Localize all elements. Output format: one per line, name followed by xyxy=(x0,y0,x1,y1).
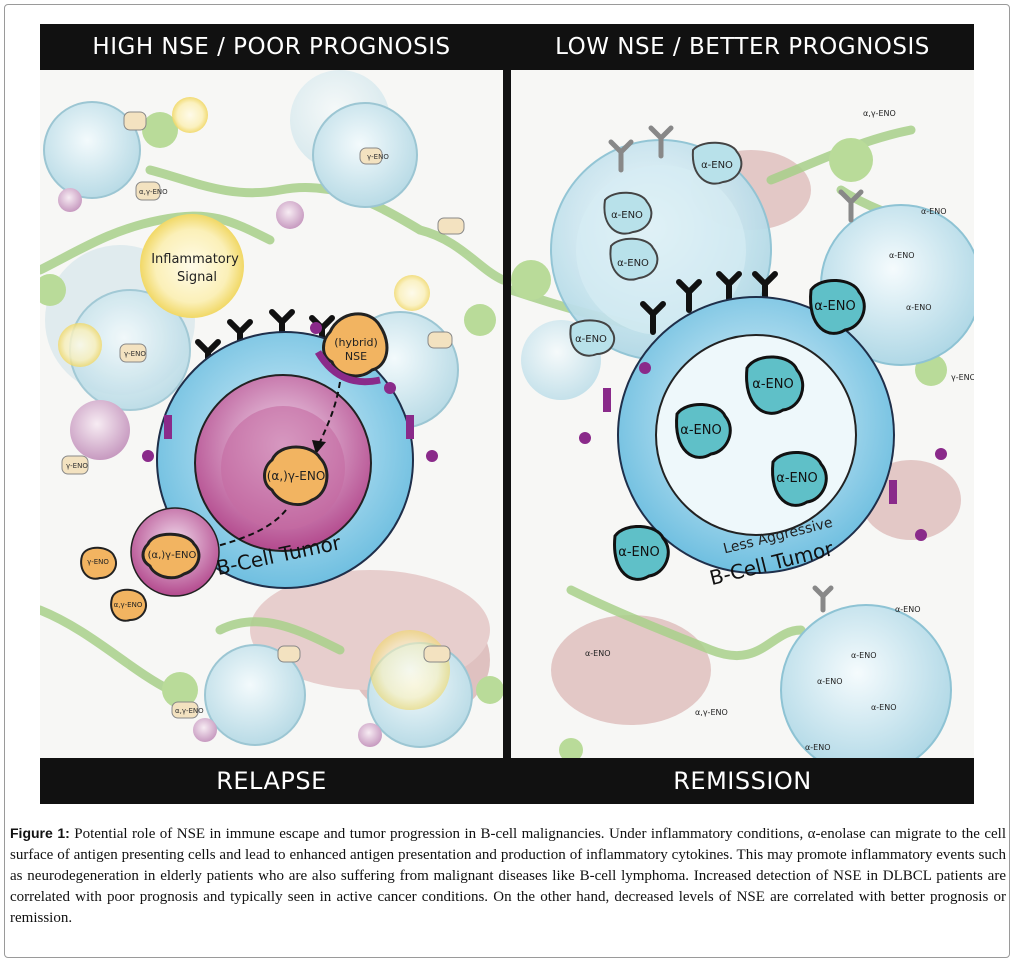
arrowhead xyxy=(312,440,326,454)
pink-cell xyxy=(70,400,130,460)
apc-dendrites xyxy=(40,165,503,695)
figure-frame xyxy=(4,4,1010,958)
free-eno xyxy=(110,588,148,622)
small-alpha-eno-tags: α-ENO α-ENO α-ENO α-ENO α-ENO α-ENO α-EN… xyxy=(569,109,974,752)
panel-footer-right: REMISSION xyxy=(511,758,974,804)
hybrid-nse-label-1: (hybrid) xyxy=(334,336,378,349)
cell xyxy=(780,604,952,758)
alpha-eno-label: α-ENO xyxy=(921,207,947,216)
alpha-gamma-eno-label: α,γ-ENO xyxy=(139,188,168,196)
inner-eno-label: (α,)γ-ENO xyxy=(267,469,326,483)
released-eno xyxy=(141,532,201,580)
alpha-eno-label: α-ENO xyxy=(575,334,607,345)
hybrid-nse-anchor xyxy=(314,350,381,386)
panel-footer-left: RELAPSE xyxy=(40,758,503,804)
free-eno-label: α,γ-ENO xyxy=(114,601,143,609)
alpha-eno-label: α-ENO xyxy=(851,651,877,660)
release-arrow xyxy=(209,509,287,549)
released-eno-label: (α,)γ-ENO xyxy=(148,550,197,561)
alpha-eno-label: α-ENO xyxy=(817,677,843,686)
panel-header-right: LOW NSE / BETTER PROGNOSIS xyxy=(511,24,974,70)
panel-art-left: Inflammatory Signal γ-ENO α,γ-ENO xyxy=(40,70,503,758)
alpha-gamma-eno-label: α,γ-ENO xyxy=(175,707,204,715)
yellow-vesicle xyxy=(394,275,430,311)
inflammatory-signal-label-2: Signal xyxy=(177,270,217,285)
relapse-illustration: Inflammatory Signal γ-ENO α,γ-ENO xyxy=(40,70,503,748)
yellow-vesicle xyxy=(172,97,208,133)
gamma-eno-label: γ-ENO xyxy=(951,373,974,382)
remission-illustration: α-ENO α-ENO α-ENO α-ENO α-ENO α-ENO α-EN… xyxy=(511,109,974,758)
yellow-vesicle xyxy=(370,630,450,710)
alpha-eno-label: α-ENO xyxy=(895,605,921,614)
alpha-gamma-eno-label: α,γ-ENO xyxy=(695,708,728,717)
free-eno-label: γ-ENO xyxy=(87,558,109,566)
figure-caption: Figure 1: Potential role of NSE in immun… xyxy=(10,823,1006,929)
translocation-arrow xyxy=(319,381,341,443)
antibody-receptors xyxy=(640,271,778,335)
alpha-eno-label: α-ENO xyxy=(611,210,643,221)
inner-eno xyxy=(263,445,329,506)
membrane-markers xyxy=(579,362,947,541)
alpha-eno-label: α-ENO xyxy=(906,303,932,312)
alpha-eno-label: α-ENO xyxy=(680,423,721,438)
panel-high-nse: HIGH NSE / POOR PROGNOSIS xyxy=(40,24,503,804)
gamma-eno-label: γ-ENO xyxy=(367,153,389,161)
pink-vesicle xyxy=(58,188,82,212)
figure-label: Figure 1: xyxy=(10,825,70,841)
membrane-markers xyxy=(142,322,438,462)
pink-vesicle xyxy=(276,201,304,229)
alpha-gamma-eno-label: α,γ-ENO xyxy=(863,109,896,118)
alpha-eno-label: α-ENO xyxy=(871,703,897,712)
panel-header-left: HIGH NSE / POOR PROGNOSIS xyxy=(40,24,503,70)
antibody-receptors-faint xyxy=(608,125,864,613)
alpha-eno-label: α-ENO xyxy=(617,258,649,269)
alpha-eno-label: α-ENO xyxy=(752,377,793,392)
alpha-eno-label: α-ENO xyxy=(805,743,831,752)
panel-low-nse: LOW NSE / BETTER PROGNOSIS xyxy=(511,24,974,804)
inflammatory-signal xyxy=(140,214,244,318)
pink-vesicle xyxy=(358,723,382,747)
hybrid-nse-label-2: NSE xyxy=(345,350,367,363)
apc-nodes xyxy=(40,112,503,708)
pink-vesicle xyxy=(193,718,217,742)
alpha-eno-label: α-ENO xyxy=(701,160,733,171)
alpha-eno-label: α-ENO xyxy=(889,251,915,260)
cell xyxy=(43,101,141,199)
alpha-eno-label: α-ENO xyxy=(776,471,817,486)
hybrid-nse xyxy=(322,312,389,378)
gamma-eno-label: γ-ENO xyxy=(124,350,146,358)
free-eno xyxy=(80,546,118,580)
figure: HIGH NSE / POOR PROGNOSIS xyxy=(40,24,974,804)
cell xyxy=(204,644,306,746)
inflammatory-signal-label-1: Inflammatory xyxy=(151,252,239,267)
alpha-eno-label: α-ENO xyxy=(618,545,659,560)
gamma-eno-label: γ-ENO xyxy=(66,462,88,470)
apc-nodes xyxy=(511,138,947,758)
small-eno-tags: γ-ENO α,γ-ENO γ-ENO γ-ENO α,γ-ENO xyxy=(61,111,465,719)
caption-text: Potential role of NSE in immune escape a… xyxy=(10,826,1006,926)
alpha-eno-label: α-ENO xyxy=(585,649,611,658)
large-alpha-eno-group: α-ENO α-ENO α-ENO α-ENO α-ENO xyxy=(613,278,866,581)
panel-art-right: α-ENO α-ENO α-ENO α-ENO α-ENO α-ENO α-EN… xyxy=(511,70,974,758)
yellow-vesicle xyxy=(58,323,102,367)
alpha-eno-label: α-ENO xyxy=(814,299,855,314)
